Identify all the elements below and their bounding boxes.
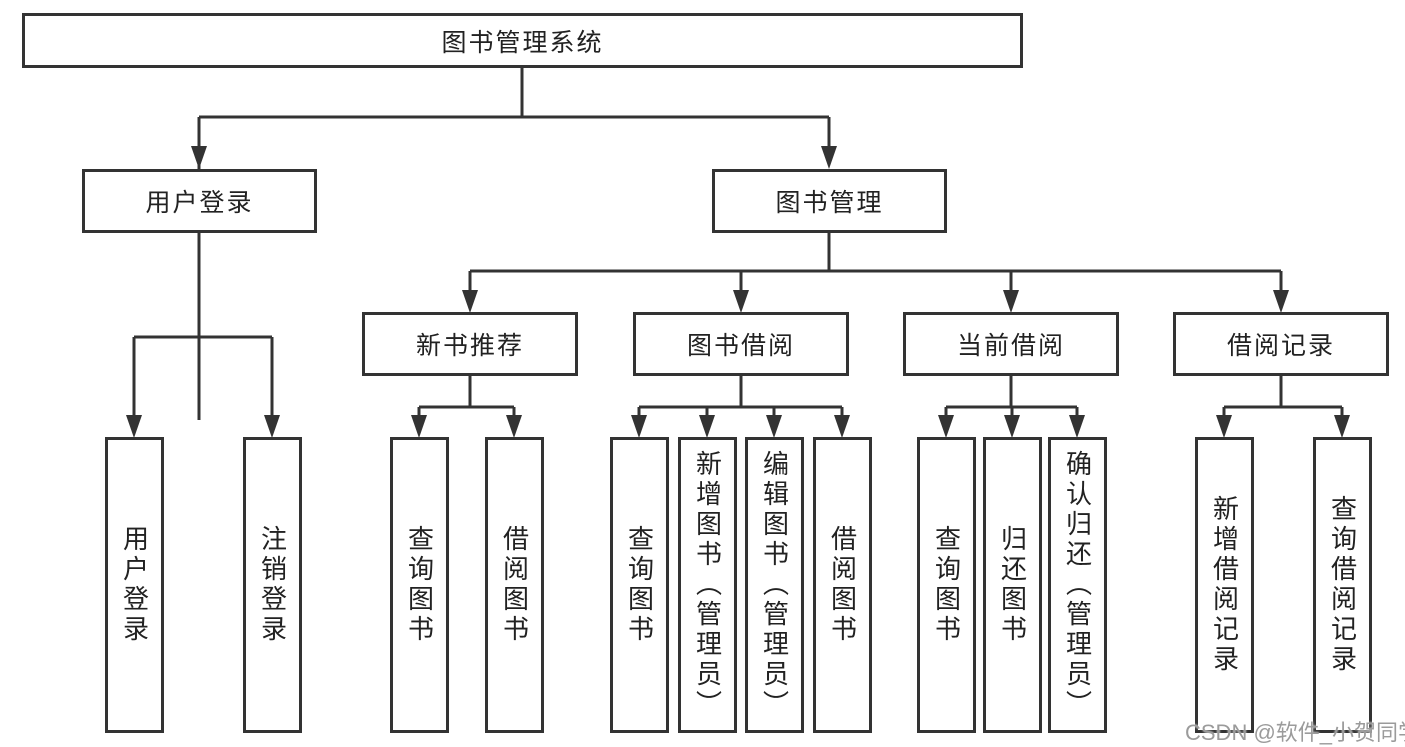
node-label: 借阅图书 [499,525,530,645]
edge-borrow-to-children [637,376,844,421]
arrow-icon [699,415,715,438]
node-label: 新增图书（管理员） [692,450,723,720]
leaf-query-borrow-record: 查询借阅记录 [1313,437,1372,733]
node-label: 借阅记录 [1226,332,1335,360]
arrow-icon [1273,290,1289,313]
edge-newbook-to-children [417,376,516,421]
edge-userlogin-to-children [132,233,274,421]
leaf-borrow-books: 借阅图书 [813,437,872,733]
node-user-login: 用户登录 [82,169,317,233]
arrow-icon [1004,415,1020,438]
arrow-icon [191,146,207,169]
node-label: 确认归还（管理员） [1062,450,1093,720]
arrow-icon [834,415,850,438]
node-root-system: 图书管理系统 [22,13,1023,68]
node-label: 查询图书 [931,525,962,645]
arrow-icon [506,415,522,438]
leaf-edit-books-admin: 编辑图书（管理员） [745,437,804,733]
arrow-icon [733,290,749,313]
node-label: 用户登录 [145,189,254,217]
arrow-icon [766,415,782,438]
node-borrow-records: 借阅记录 [1173,312,1389,376]
node-label: 查询图书 [404,525,435,645]
node-current-borrow: 当前借阅 [903,312,1119,376]
csdn-watermark: CSDN @软件_小贺同学 [1185,720,1405,745]
node-book-borrow: 图书借阅 [633,312,849,376]
arrow-icon [1334,415,1350,438]
leaf-return-books: 归还图书 [983,437,1042,733]
leaf-borrow-books-recommend: 借阅图书 [485,437,544,733]
arrow-icon [1003,290,1019,313]
leaf-query-books-current: 查询图书 [917,437,976,733]
node-label: 图书管理系统 [441,28,604,57]
leaf-user-login: 用户登录 [105,437,164,733]
leaf-query-books-recommend: 查询图书 [390,437,449,733]
node-label: 编辑图书（管理员） [759,450,790,720]
edge-root-to-level2 [197,68,831,420]
leaf-query-books-borrow: 查询图书 [610,437,669,733]
node-label: 查询图书 [624,525,655,645]
arrowheads [126,146,1350,438]
leaf-logout: 注销登录 [243,437,302,733]
node-label: 用户登录 [119,525,150,645]
node-label: 借阅图书 [827,525,858,645]
edge-bookmgmt-to-level3 [468,233,1283,296]
node-label: 新增借阅记录 [1209,495,1240,675]
leaf-add-borrow-record: 新增借阅记录 [1195,437,1254,733]
arrow-icon [1216,415,1232,438]
node-label: 归还图书 [997,525,1028,645]
arrow-icon [126,415,142,438]
node-label: 新书推荐 [415,332,524,360]
node-label: 注销登录 [257,525,288,645]
node-book-management: 图书管理 [712,169,947,233]
arrow-icon [264,415,280,438]
arrow-icon [821,146,837,169]
leaf-add-books-admin: 新增图书（管理员） [678,437,737,733]
arrow-icon [411,415,427,438]
node-label: 查询借阅记录 [1327,495,1358,675]
edge-records-to-children [1222,376,1344,421]
node-label: 图书借阅 [686,332,795,360]
node-label: 当前借阅 [956,332,1065,360]
arrow-icon [1069,415,1085,438]
arrow-icon [631,415,647,438]
arrow-icon [462,290,478,313]
node-new-book-recommend: 新书推荐 [362,312,578,376]
node-label: 图书管理 [775,189,884,217]
arrow-icon [938,415,954,438]
leaf-confirm-return-admin: 确认归还（管理员） [1048,437,1107,733]
edge-current-to-children [944,376,1079,421]
